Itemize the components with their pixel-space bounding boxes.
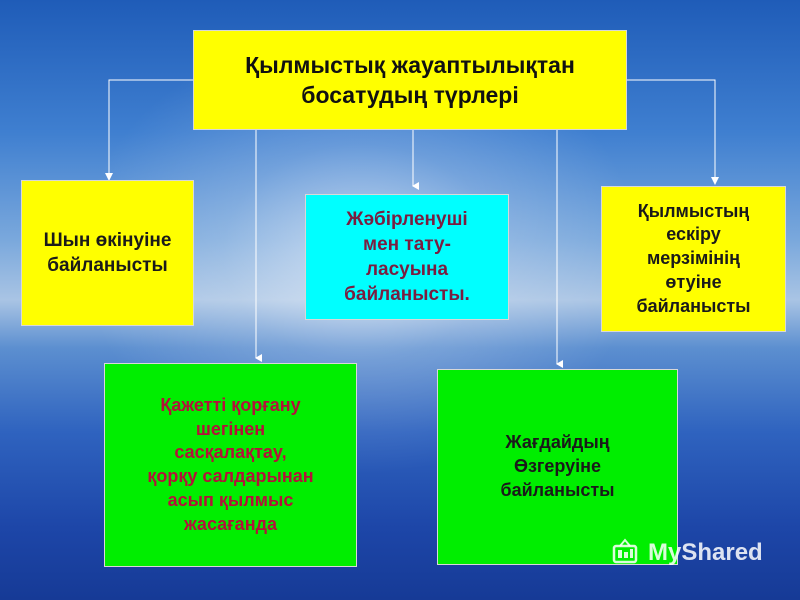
self-defense-text: Қажетті қорғану шегінен сасқалақтау, қор…: [147, 394, 314, 534]
title-text: Қылмыстық жауаптылықтан босатудың түрлер…: [245, 51, 575, 108]
remorse-text: Шын өкінуіне байланысты: [43, 229, 172, 276]
limitation-box: Қылмыстың ескіру мерзімінің өтуіне байла…: [601, 186, 786, 332]
self-defense-box: Қажетті қорғану шегінен сасқалақтау, қор…: [104, 363, 357, 567]
connector-to-remorse: [108, 79, 193, 180]
circumstance-text: Жағдайдың Өзгеруіне байланысты: [500, 432, 615, 500]
arrowhead-remorse: [105, 173, 113, 181]
title-box: Қылмыстық жауаптылықтан босатудың түрлер…: [193, 30, 627, 130]
circumstance-box: Жағдайдың Өзгеруіне байланысты: [437, 369, 678, 565]
limitation-text: Қылмыстың ескіру мерзімінің өтуіне байла…: [636, 200, 751, 316]
reconciliation-box: Жәбірленуші мен тату- ласуына байланысты…: [305, 194, 509, 320]
myshared-logo-icon: [612, 538, 638, 564]
reconciliation-text: Жәбірленуші мен тату- ласуына байланысты…: [344, 208, 470, 306]
watermark: MyShared: [612, 538, 763, 568]
connector-to-limitation: [627, 79, 716, 184]
arrowhead-limitation: [711, 177, 719, 185]
remorse-box: Шын өкінуіне байланысты: [21, 180, 194, 326]
watermark-text: MyShared: [648, 539, 763, 566]
